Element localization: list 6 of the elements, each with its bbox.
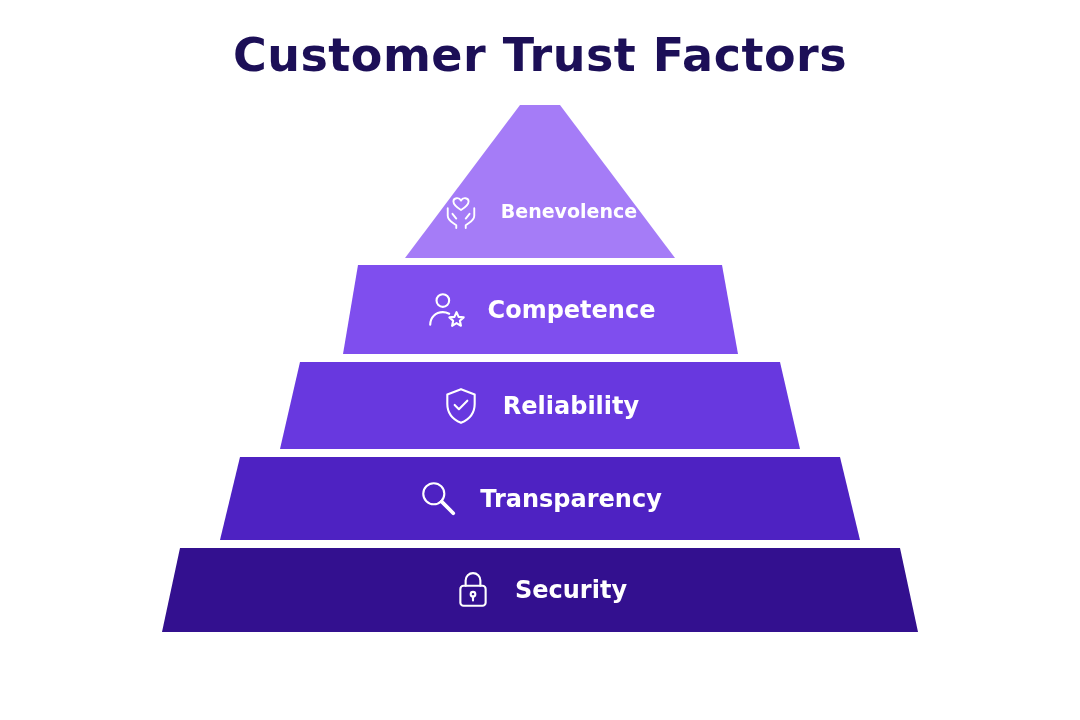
- layer-label: Security: [514, 576, 628, 604]
- layer-label: Competence: [487, 295, 656, 324]
- layer-label: Benevolence: [500, 199, 638, 222]
- title: Customer Trust Factors: [232, 28, 848, 82]
- layer-label: Reliability: [502, 391, 640, 420]
- layer-label: Transparency: [480, 484, 662, 513]
